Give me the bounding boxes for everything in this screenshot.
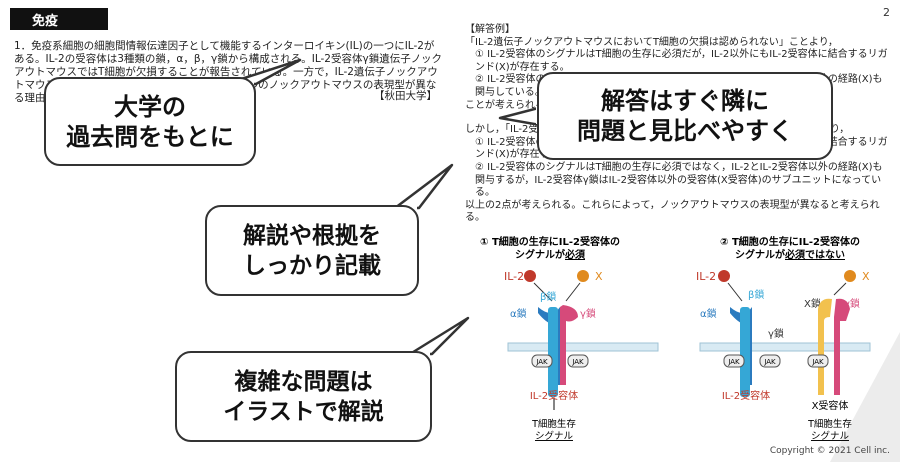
right-beta-label: β鎖 — [748, 288, 764, 301]
receptor-diagram: ① T細胞の生存にIL-2受容体の シグナルが必須 ② T細胞の生存にIL-2受… — [480, 235, 871, 442]
copyright: Copyright © 2021 Cell inc. — [769, 446, 890, 456]
x-receptor-label: X受容体 — [812, 399, 849, 412]
left-il2-label: IL-2 — [504, 270, 524, 283]
right-title-line1: ② T細胞の生存にIL-2受容体の — [720, 235, 860, 248]
answer-line: ことが考えられる。 — [465, 99, 555, 111]
svg-text:JAK: JAK — [811, 358, 824, 366]
answer-heading: 【解答例】 — [465, 24, 515, 35]
right-il2-ligand — [718, 270, 730, 282]
answer-point: ① IL-2受容体のシグナルはT細胞の生存に必須だが，IL-2以外にもIL-2受… — [475, 49, 888, 73]
page-number: 2 — [883, 6, 890, 19]
right-il2-receptor: IL-2受容体 — [722, 389, 770, 402]
left-gamma-label: γ鎖 — [580, 307, 596, 320]
right-x-label: X — [862, 270, 870, 283]
svg-text:JAK: JAK — [535, 358, 548, 366]
right-jak-2 — [759, 354, 781, 368]
topic-tag: 免疫 — [10, 8, 108, 30]
right-x-ligand — [844, 270, 856, 282]
right-membrane — [699, 342, 871, 352]
question-source: 【秋田大学】 — [374, 90, 437, 102]
x-gamma-chain — [834, 298, 850, 395]
left-signal-1: T細胞生存 — [531, 418, 576, 430]
left-il2-receptor: IL-2受容体 — [530, 389, 578, 402]
right-il2-label: IL-2 — [696, 270, 716, 283]
x-jak — [807, 354, 829, 368]
right-gamma-label-2: γ鎖 — [768, 327, 784, 340]
left-jak-2 — [567, 354, 589, 368]
right-alpha-label: α鎖 — [700, 307, 717, 320]
right-signal-1: T細胞生存 — [807, 418, 852, 430]
left-alpha-label: α鎖 — [510, 307, 527, 320]
right-jak-1 — [723, 354, 745, 368]
left-x-ligand — [577, 270, 589, 282]
left-beta-label: β鎖 — [540, 290, 556, 303]
callout-past-exams: 大学の過去問をもとに — [44, 77, 256, 166]
left-signal-2: シグナル — [535, 430, 574, 442]
right-xchain-label: X鎖 — [804, 297, 821, 310]
right-title-line2: シグナルが必須ではない — [735, 248, 845, 261]
answer-point: ② IL-2受容体のシグナルはT細胞の生存に必須ではなく，IL-2とIL-2受容… — [475, 161, 883, 199]
callout-answer-nearby: 解答はすぐ隣に問題と見比べやすく — [537, 72, 833, 160]
left-beta-chain — [548, 307, 558, 397]
svg-text:JAK: JAK — [763, 358, 776, 366]
answer-line: 「IL-2遺伝子ノックアウトマウスにおいてT細胞の欠損は認められない」ことより， — [465, 36, 839, 48]
callout-explanation: 解説や根拠をしっかり記載 — [205, 205, 419, 296]
corner-decoration — [830, 332, 900, 462]
left-gamma-chain — [560, 305, 578, 385]
left-title-line2: シグナルが必須 — [515, 248, 586, 261]
left-jak-1 — [531, 354, 553, 368]
left-membrane — [507, 342, 659, 352]
left-il2-ligand — [524, 270, 536, 282]
left-x-label: X — [595, 270, 603, 283]
x-chain — [818, 298, 832, 395]
callout-illustration: 複雑な問題はイラストで解説 — [175, 351, 432, 442]
left-title-line1: ① T細胞の生存にIL-2受容体の — [480, 235, 620, 248]
svg-text:JAK: JAK — [571, 358, 584, 366]
right-beta-chain — [740, 307, 750, 397]
svg-text:JAK: JAK — [727, 358, 740, 366]
answer-conclusion: 以上の2点が考えられる。これらによって，ノックアウトマウスの表現型が異なると考え… — [465, 199, 880, 224]
right-signal-2: シグナル — [811, 430, 850, 442]
